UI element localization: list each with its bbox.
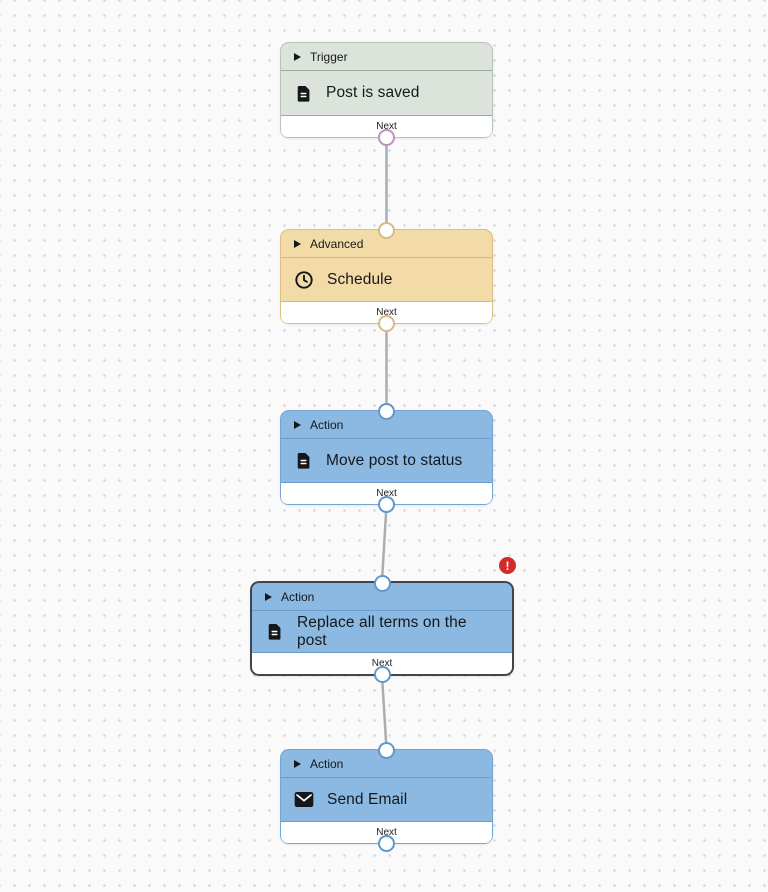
node-type-label: Action (281, 589, 315, 604)
play-icon[interactable] (294, 420, 301, 429)
node-type-label: Action (310, 756, 344, 771)
error-badge[interactable]: ! (499, 557, 516, 574)
envelope-icon (294, 791, 314, 808)
node-footer-next: Next (281, 483, 492, 504)
node-title: Post is saved (326, 84, 420, 101)
next-label: Next (376, 121, 397, 132)
edge-connector (380, 504, 388, 582)
node-footer-next: Next (281, 302, 492, 323)
workflow-node-schedule[interactable]: Advanced Schedule Next (280, 221, 493, 332)
node-body[interactable]: Send Email (281, 778, 492, 822)
play-icon[interactable] (294, 239, 301, 248)
node-footer-next: Next (281, 822, 492, 843)
next-label: Next (376, 307, 397, 318)
node-body[interactable]: Replace all terms on the post (252, 611, 512, 653)
next-label: Next (376, 827, 397, 838)
output-handle[interactable] (378, 314, 395, 332)
document-icon (294, 451, 313, 470)
play-icon[interactable] (294, 759, 301, 768)
next-label: Next (376, 488, 397, 499)
workflow-node-replace-terms[interactable]: ! Action Replace all terms on the post N… (250, 557, 516, 683)
output-handle[interactable] (378, 128, 395, 146)
workflow-node-move-post[interactable]: Action Move post to status Next (280, 402, 493, 513)
node-header[interactable]: Action (281, 411, 492, 439)
node-header[interactable]: Action (252, 583, 512, 611)
node-body[interactable]: Schedule (281, 258, 492, 302)
node-type-label: Trigger (310, 49, 348, 64)
document-icon (265, 622, 284, 641)
input-handle[interactable] (373, 574, 391, 592)
input-handle[interactable] (378, 402, 395, 420)
node-header[interactable]: Trigger (281, 43, 492, 71)
play-icon[interactable] (265, 592, 272, 601)
node-title: Send Email (327, 790, 408, 808)
document-icon (294, 84, 313, 103)
workflow-node-send-email[interactable]: Action Send Email Next (280, 741, 493, 852)
clock-icon (294, 270, 314, 290)
node-title: Replace all terms on the post (297, 613, 467, 649)
node-footer-next: Next (252, 653, 512, 674)
node-type-label: Action (310, 417, 344, 432)
play-icon[interactable] (294, 52, 301, 61)
node-body[interactable]: Move post to status (281, 439, 492, 483)
input-handle[interactable] (378, 741, 395, 759)
workflow-node-trigger[interactable]: Trigger Post is saved Next (280, 42, 493, 146)
next-label: Next (371, 658, 393, 669)
node-header[interactable]: Advanced (281, 230, 492, 258)
node-header[interactable]: Action (281, 750, 492, 778)
output-handle[interactable] (378, 834, 395, 852)
node-body[interactable]: Post is saved (281, 71, 492, 116)
edge-connector (380, 675, 388, 750)
input-handle[interactable] (378, 221, 395, 239)
node-title: Schedule (327, 270, 393, 288)
node-footer-next: Next (281, 116, 492, 137)
output-handle[interactable] (373, 665, 391, 683)
node-title: Move post to status (326, 451, 463, 469)
node-type-label: Advanced (310, 236, 364, 251)
output-handle[interactable] (378, 495, 395, 513)
